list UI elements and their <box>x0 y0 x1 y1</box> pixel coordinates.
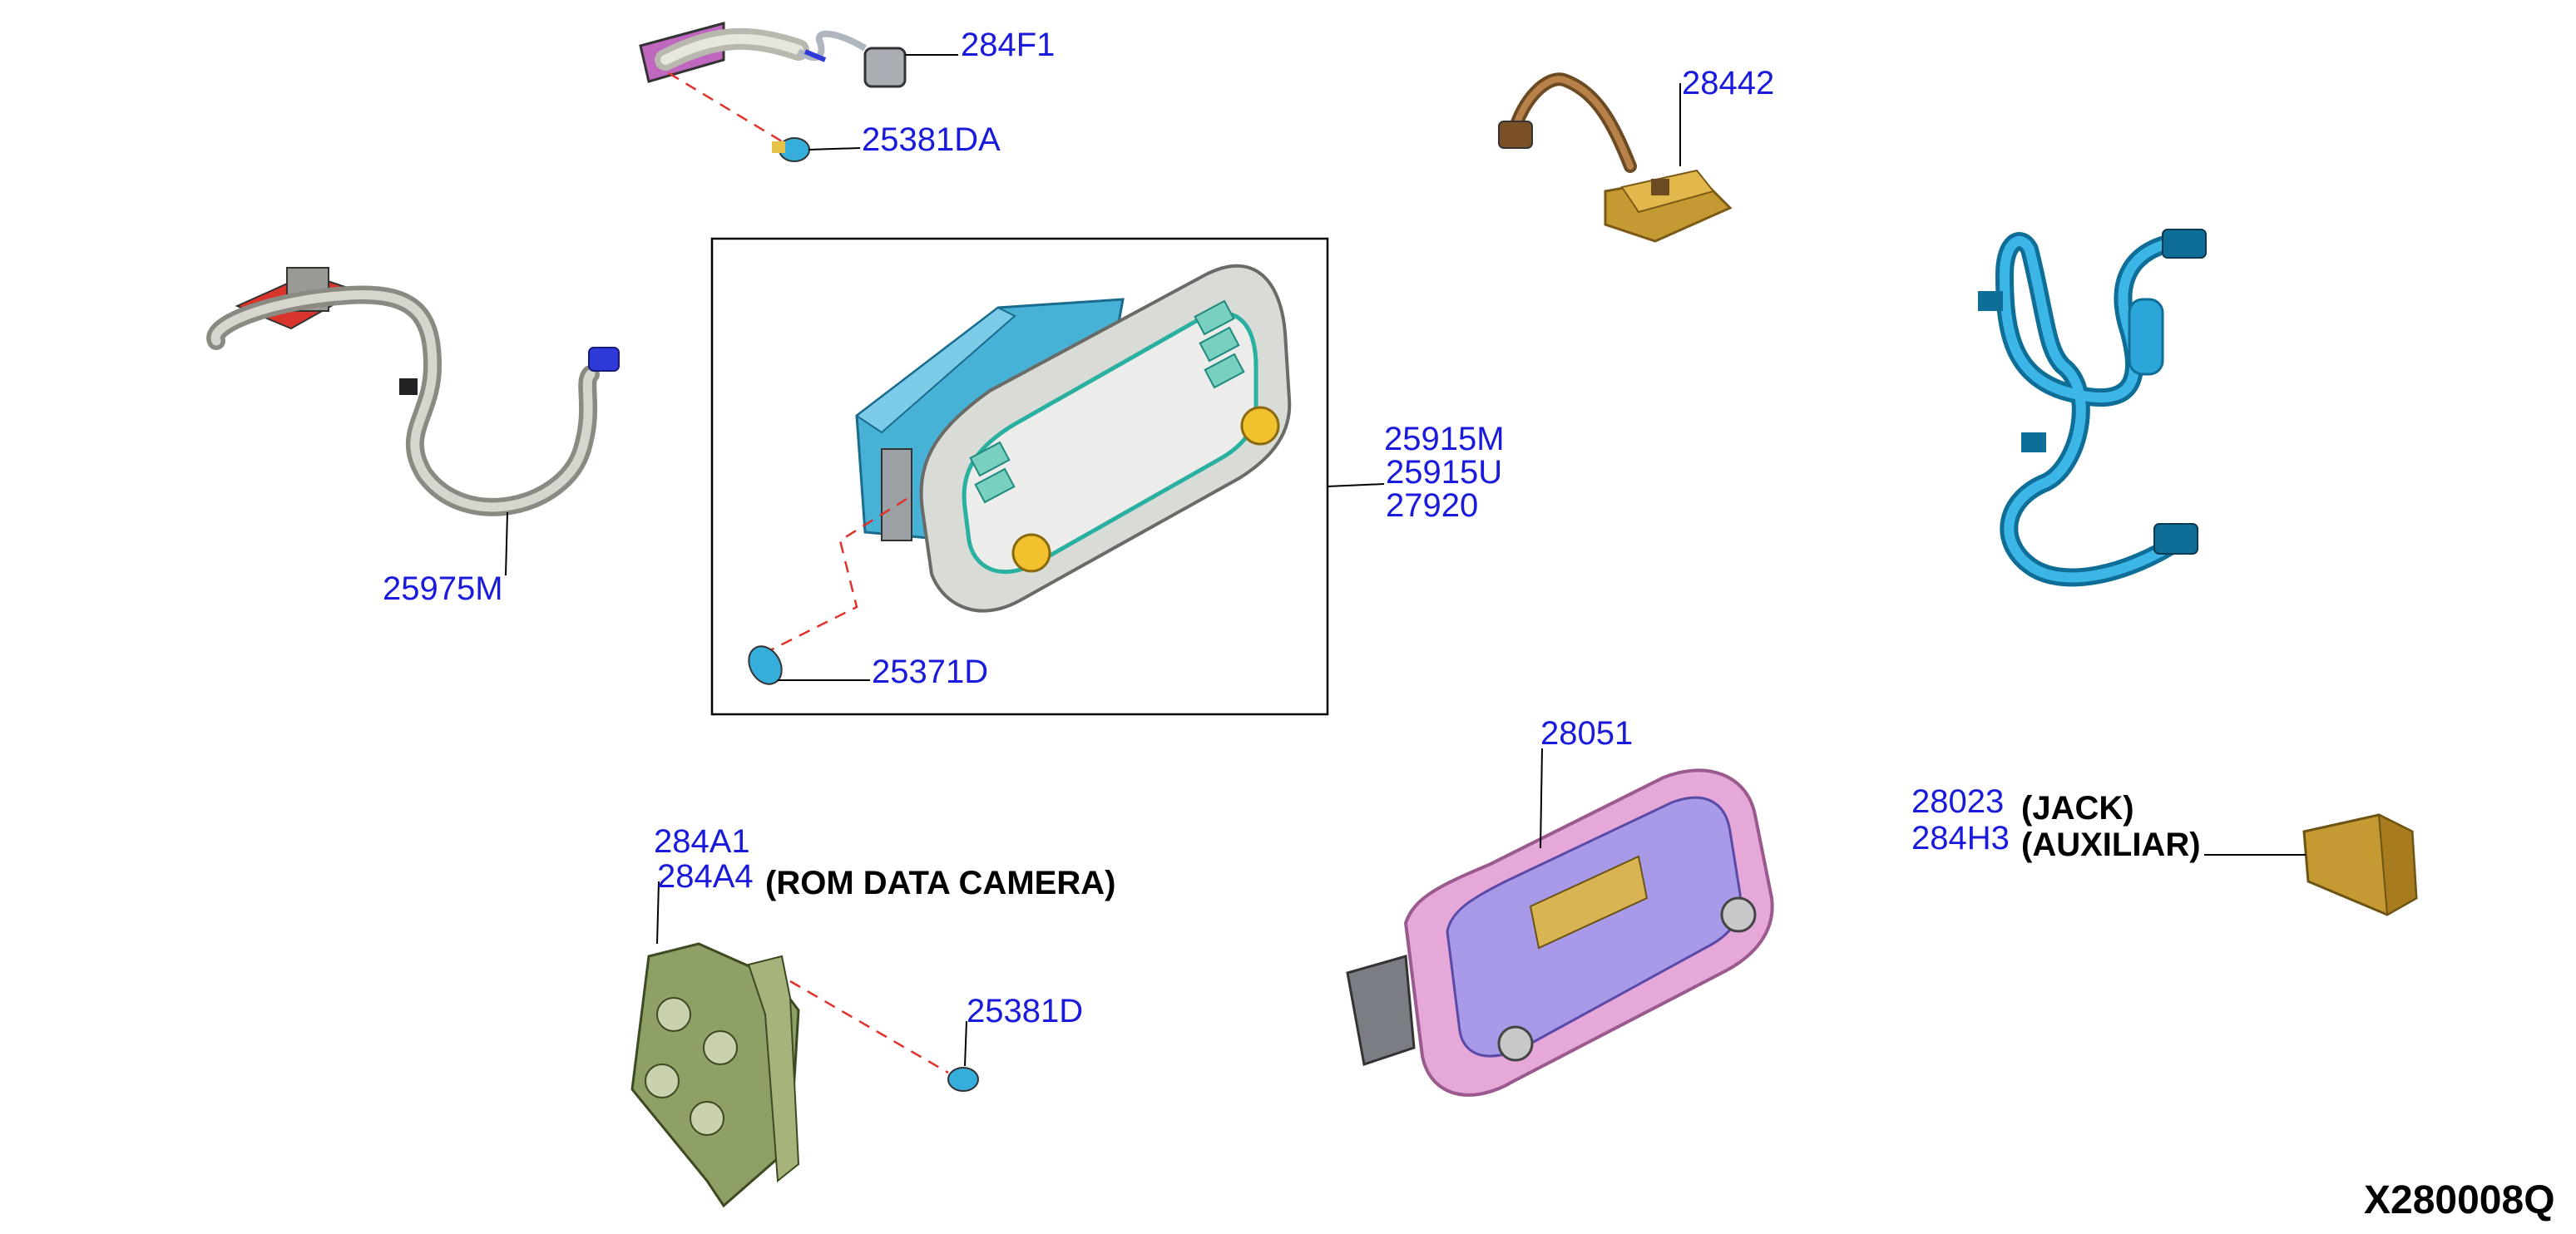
wire-harness-icon <box>1978 229 2207 587</box>
part-label-25915M: 25915M <box>1384 421 1505 457</box>
screw-icon <box>668 72 861 162</box>
part-label-25371D: 25371D <box>872 654 989 690</box>
antenna-connector-icon <box>1498 72 1733 243</box>
part-label-284A4: 284A4 <box>657 858 754 895</box>
radio-receiver-icon <box>1346 748 1774 1097</box>
part-label-28051: 28051 <box>1540 715 1634 752</box>
part-label-284A1: 284A1 <box>654 823 750 860</box>
diagram-id: X280008Q <box>2364 1178 2555 1222</box>
part-label-28442: 28442 <box>1682 65 1775 101</box>
note-auxiliar: (AUXILIAR) <box>2021 827 2201 863</box>
note-jack: (JACK) <box>2021 790 2134 827</box>
part-label-25381D: 25381D <box>967 993 1084 1029</box>
note-rom-data-camera: (ROM DATA CAMERA) <box>765 865 1116 901</box>
display-unit-icon <box>748 264 1292 663</box>
part-label-27920: 27920 <box>1386 487 1479 524</box>
bracket-icon <box>630 881 949 1208</box>
part-label-284F1: 284F1 <box>961 27 1056 63</box>
part-label-284H3: 284H3 <box>1911 820 2010 856</box>
antenna-feeder-icon <box>206 267 620 576</box>
display-unit-box <box>710 237 1329 716</box>
part-label-25915U: 25915U <box>1386 454 1503 491</box>
screw-icon <box>947 1020 979 1092</box>
part-label-28023: 28023 <box>1911 783 2005 820</box>
part-label-25381DA: 25381DA <box>862 121 1001 158</box>
screw-icon <box>748 645 870 685</box>
usb-cable-icon <box>639 22 958 88</box>
part-label-25975M: 25975M <box>383 570 503 607</box>
aux-jack-icon <box>2204 813 2418 916</box>
